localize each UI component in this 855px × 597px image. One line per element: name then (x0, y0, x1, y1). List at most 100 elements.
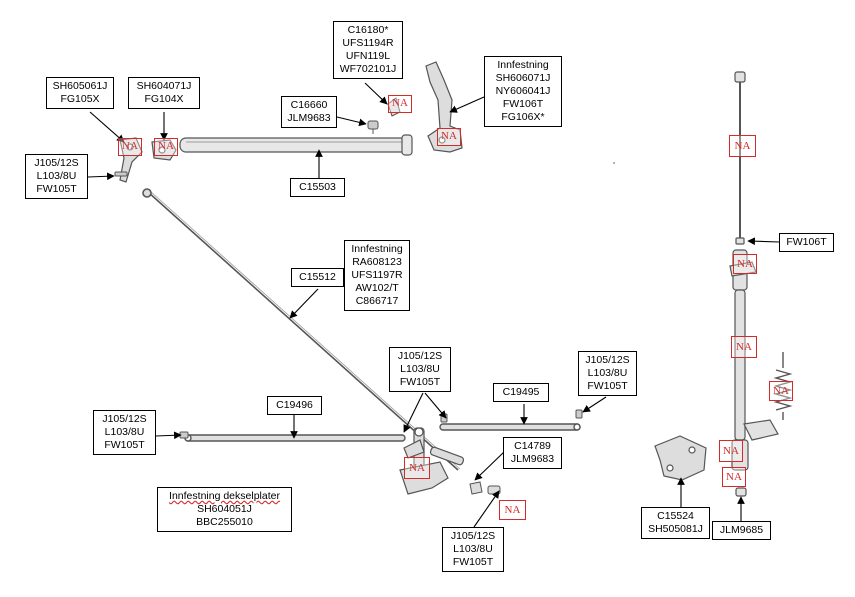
label-line: FW105T (399, 376, 441, 388)
na-tag-bracket-top: NA (437, 128, 461, 146)
label-innfestning-deksel: Innfestning dekselplater SH604051J BBC25… (157, 487, 292, 532)
label-line: FW106T (786, 236, 827, 248)
na-tag-spring: NA (769, 381, 793, 401)
label-line: JLM9683 (510, 453, 555, 465)
label-line: BBC255010 (196, 516, 253, 528)
label-line: FG106X* (501, 111, 545, 123)
label-line: C15512 (299, 271, 336, 283)
cross-shaft-c15503 (179, 134, 413, 156)
label-line: L103/8U (453, 543, 493, 555)
label-innfestning-top: Innfestning SH606071J NY606041J FW106T F… (484, 56, 562, 127)
label-line: C15524 (657, 510, 694, 522)
label-line: Innfestning (351, 243, 403, 255)
label-sh604071j: SH604071J FG104X (128, 77, 200, 109)
leader-lines (87, 82, 780, 528)
label-line: UFN119L (345, 50, 391, 62)
label-line: L103/8U (400, 363, 440, 375)
label-line: J105/12S (102, 413, 147, 425)
label-line: C866717 (355, 295, 399, 307)
label-line: L103/8U (36, 170, 77, 182)
na-tag-lever-fg104x: NA (154, 138, 178, 156)
label-line: NY606041J (495, 85, 551, 97)
label-line: SH505081J (648, 523, 703, 535)
label-innfestning-mid: Innfestning RA608123 UFS1197R AW102/T C8… (344, 240, 410, 311)
label-line: L103/8U (104, 426, 145, 438)
label-jlm9685: JLM9685 (712, 521, 771, 540)
label-line: Innfestning dekselplater (169, 490, 280, 502)
label-line: RA608123 (352, 256, 402, 268)
label-fw106t: FW106T (779, 233, 834, 252)
label-j105-right: J105/12S L103/8U FW105T (578, 351, 637, 396)
na-tag-clip: NA (499, 500, 526, 520)
label-line: AW102/T (355, 282, 399, 294)
small-bolt-right (575, 409, 583, 419)
label-line: FG105X (60, 93, 100, 105)
na-text: NA (737, 258, 753, 270)
label-line: C19495 (502, 386, 540, 398)
label-line: C15503 (299, 181, 336, 193)
label-line: Innfestning (497, 59, 549, 71)
pin-c16660 (367, 120, 379, 134)
long-rod-c15512 (142, 188, 461, 471)
rod-c19495 (439, 423, 581, 431)
label-j105-bottom: J105/12S L103/8U FW105T (442, 527, 504, 572)
label-c16180: C16180* UFS1194R UFN119L WF702101J (333, 21, 403, 79)
label-c19496: C19496 (267, 396, 322, 415)
spring (773, 352, 793, 420)
na-tag-relay-lever: NA (404, 457, 430, 479)
na-text: NA (734, 140, 751, 152)
rod-c19496 (184, 434, 406, 442)
label-line: J105/12S (397, 350, 443, 362)
na-text: NA (158, 140, 174, 152)
label-line: C19496 (276, 399, 313, 411)
na-text: NA (773, 385, 789, 397)
vertical-shaft-assembly (729, 71, 779, 497)
label-j105-mid: J105/12S L103/8U FW105T (389, 347, 451, 392)
na-tag-clevis: NA (388, 95, 412, 113)
na-tag-shaft-bottom: NA (722, 467, 746, 487)
na-tag-shaft-lower: NA (719, 440, 743, 462)
label-c14789: C14789 JLM9683 (503, 437, 562, 469)
label-line: SH604051J (197, 503, 252, 515)
bracket-top-right (425, 61, 463, 153)
na-text: NA (726, 471, 742, 483)
label-line: J105/12S (450, 530, 496, 542)
na-text: NA (736, 341, 752, 353)
label-c15524: C15524 SH505081J (641, 507, 710, 539)
label-line: JLM9685 (719, 524, 764, 536)
label-line: C14789 (514, 440, 551, 452)
label-line: FW105T (587, 380, 628, 392)
label-line: C16660 (290, 99, 328, 111)
label-line: FW106T (502, 98, 544, 110)
na-text: NA (409, 462, 425, 474)
label-line: SH605061J (52, 80, 108, 92)
stray-dot (613, 162, 615, 164)
label-line: UFS1197R (351, 269, 403, 281)
bracket-c15524 (654, 435, 707, 481)
label-line: C16180* (347, 24, 389, 36)
na-text: NA (441, 130, 457, 142)
na-text: NA (392, 97, 408, 109)
label-line: SH606071J (495, 72, 551, 84)
na-tag-shaft-mid: NA (731, 336, 757, 358)
na-text: NA (504, 504, 521, 516)
label-c15503: C15503 (290, 178, 345, 197)
na-text: NA (122, 140, 138, 152)
label-c15512: C15512 (291, 268, 344, 287)
label-line: J105/12S (585, 354, 630, 366)
na-tag-shaft-upper: NA (733, 254, 757, 274)
clip-c14789 (469, 481, 501, 495)
label-j105-left-top: J105/12S L103/8U FW105T (25, 154, 88, 199)
label-sh605061j: SH605061J FG105X (46, 77, 114, 109)
label-line: FW105T (452, 556, 494, 568)
label-line: UFS1194R (342, 37, 394, 49)
label-line: FG104X (144, 93, 184, 105)
small-bolt-mid-left (179, 431, 189, 439)
na-tag-shaft-top: NA (729, 135, 756, 157)
label-line: J105/12S (34, 157, 79, 169)
label-line: FW105T (36, 183, 77, 195)
label-c19495: C19495 (493, 383, 549, 402)
small-bolt-left (114, 171, 128, 177)
na-text: NA (723, 445, 739, 457)
label-j105-left-mid: J105/12S L103/8U FW105T (93, 410, 156, 455)
